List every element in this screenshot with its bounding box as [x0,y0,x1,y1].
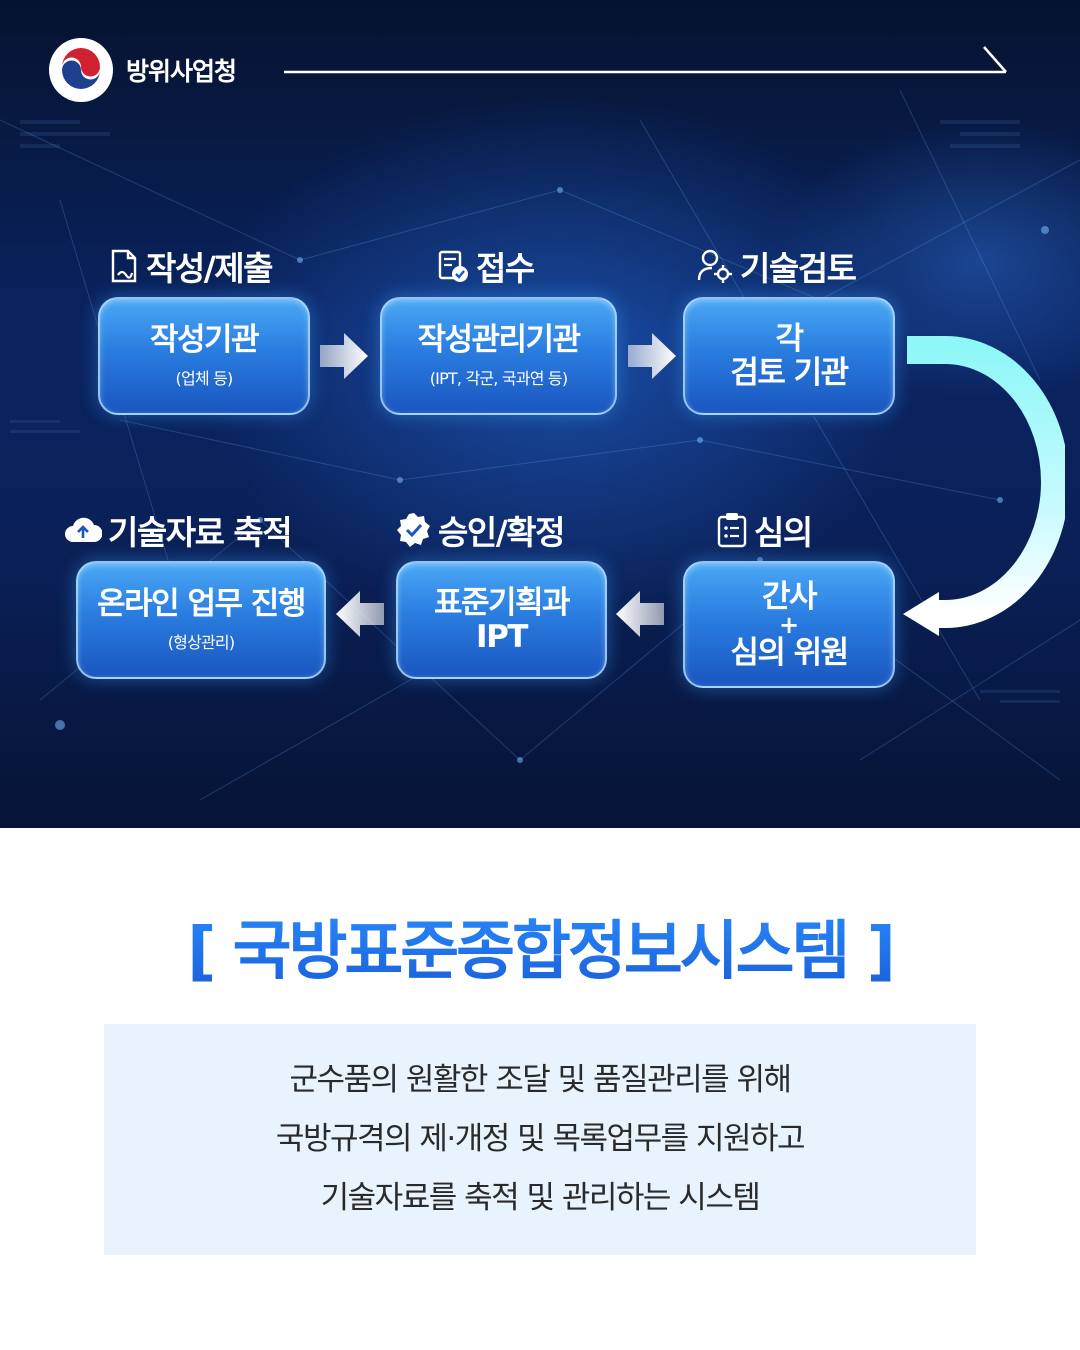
description-line: 기술자료를 축적 및 관리하는 시스템 [320,1180,761,1216]
system-title: [ 국방표준종합정보시스템 ] [0,900,1080,992]
step-label-approve: 승인/확정 [396,506,566,554]
curved-connector-arrow [903,336,1065,636]
step-label-accumulate: 기술자료 축적 [64,506,293,554]
box-online-work: 온라인 업무 진행 (형상관리) [76,561,326,679]
clipboard-list-icon [717,513,747,548]
box-main-text: 작성기관 [149,322,260,358]
box-sub-text: (형상관리) [167,633,235,652]
arrow-left-2 [336,591,384,637]
box-management-org: 작성관리기관 (IPT, 각군, 국과연 등) [380,297,617,415]
step-label-text: 작성/제출 [146,249,274,288]
org-name: 방위사업청 [126,57,237,86]
step-label-deliberate: 심의 [716,506,813,554]
verified-badge-icon [397,513,430,547]
step-label-receive: 접수 [436,242,535,290]
box-sub-text: (업체 등) [175,369,234,388]
description-box: 군수품의 원활한 조달 및 품질관리를 위해 국방규격의 제·개정 및 목록업무… [104,1024,976,1255]
description-line: 군수품의 원활한 조달 및 품질관리를 위해 [289,1062,792,1098]
box-standard-planning: 표준기획과 IPT [396,561,607,679]
box-main-text: 표준기획과 [433,585,571,621]
box-author-org: 작성기관 (업체 등) [98,297,310,415]
cloud-upload-icon [65,517,102,542]
description-line: 국방규격의 제·개정 및 목록업무를 지원하고 [275,1121,806,1157]
user-gear-icon [697,249,732,283]
arrow-left-1 [616,591,664,637]
header-divider-arrow [284,46,1007,74]
step-label-submit: 작성/제출 [108,242,274,290]
system-title-text: [ 국방표준종합정보시스템 ] [187,900,896,992]
step-label-text: 심의 [754,513,813,552]
taegeuk-logo-icon [49,38,113,102]
step-label-text: 기술검토 [740,249,857,288]
box-main-text: 온라인 업무 진행 [97,586,306,622]
receipt-check-icon [438,250,468,282]
step-label-text: 기술자료 축적 [108,513,293,552]
document-icon [111,249,137,283]
box-main-text: 작성관리기관 [417,322,581,358]
box-review-org: 각 검토 기관 [683,297,895,415]
diagram-panel: 방위사업청 작성/제출 접수 [0,0,1080,828]
box-committee: 간사 + 심의 위원 [683,561,895,688]
box-sub-text: (IPT, 각군, 국과연 등) [429,369,568,388]
step-label-text: 승인/확정 [438,513,566,552]
step-label-review: 기술검토 [696,242,857,290]
box-main-text: 검토 기관 [730,355,849,391]
box-main-text: IPT [476,619,528,655]
step-label-text: 접수 [476,249,535,288]
box-main-text: 심의 위원 [730,634,849,671]
box-main-text: 각 [775,321,804,357]
arrow-right-1 [320,333,368,379]
box-plus-text: + [778,610,800,639]
box-main-text: 간사 [761,578,818,615]
arrow-right-2 [628,333,676,379]
